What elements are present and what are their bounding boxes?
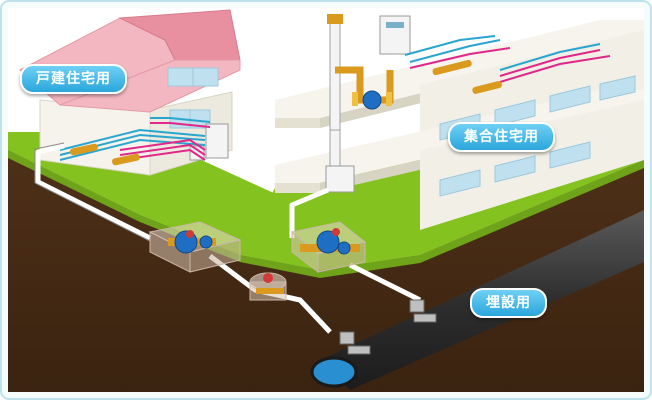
apartment-meter-box [290, 221, 367, 274]
valve-box [249, 272, 287, 301]
apartment-meter-icon [316, 230, 340, 254]
main-pipe-opening [310, 356, 358, 388]
house-meter-box [148, 221, 242, 273]
valve-handle-icon [263, 273, 273, 283]
apartment-upper-meter-icon [362, 90, 382, 110]
house-water-heater [205, 123, 229, 159]
apartment-housing-label: 集合住宅用 [448, 122, 555, 152]
apartment-riser-box [325, 165, 355, 193]
underground-label: 埋設用 [470, 288, 547, 318]
apartment-plumbing [404, 35, 611, 83]
riser-pipe [329, 21, 341, 133]
detached-house [19, 9, 241, 176]
detached-house-label: 戸建住宅用 [20, 64, 127, 94]
apartment-water-heater [379, 15, 411, 55]
